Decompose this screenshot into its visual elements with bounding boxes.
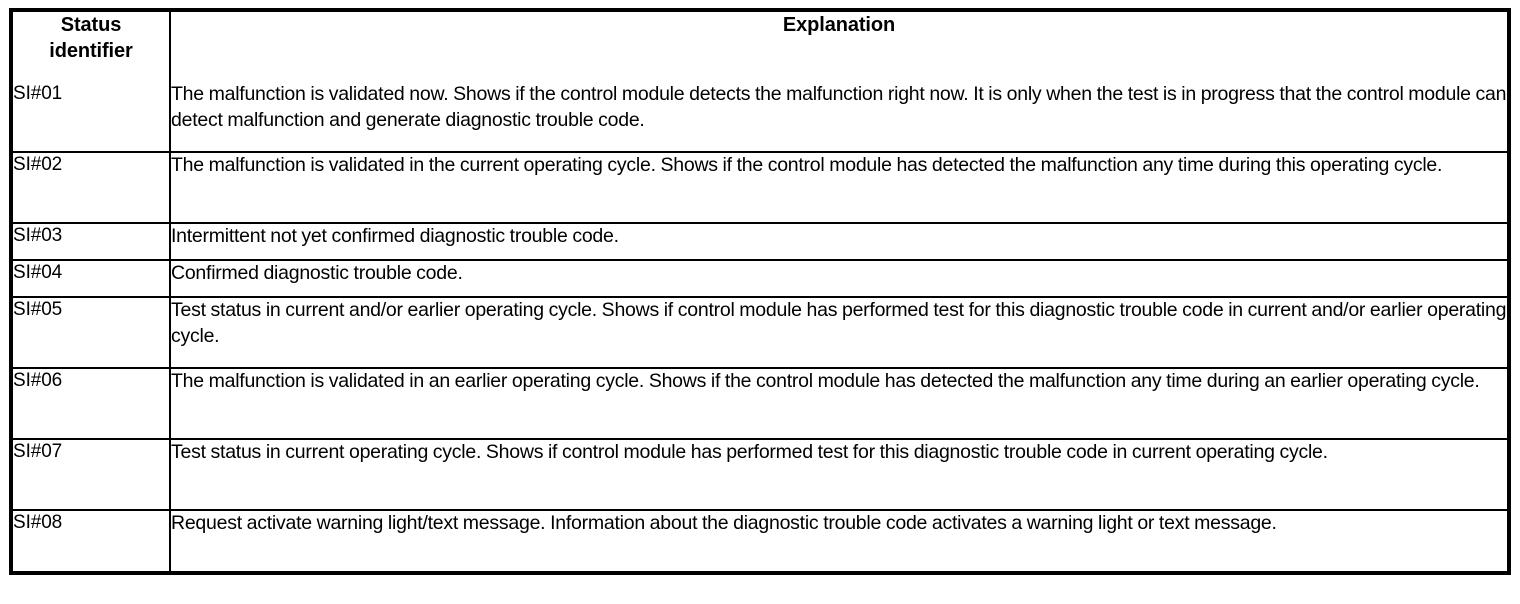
table-row: SI#08 Request activate warning light/tex… [13, 509, 1507, 571]
column-header-explanation-label: Explanation [782, 14, 896, 36]
table-row: SI#01 The malfunction is validated now. … [13, 82, 1507, 152]
table-cell-explanation: The malfunction is validated now. Shows … [169, 82, 1507, 152]
status-identifier-table: Status identifier Explanation SI#01 The … [13, 12, 1507, 571]
table-cell-explanation: Test status in current operating cycle. … [169, 438, 1507, 510]
table-cell-explanation: Request activate warning light/text mess… [169, 509, 1507, 571]
table-cell-status-identifier: SI#06 [13, 367, 170, 439]
table-cell-explanation: The malfunction is validated in an earli… [169, 367, 1507, 439]
table-row: SI#02 The malfunction is validated in th… [13, 151, 1507, 223]
table-header: Status identifier Explanation [13, 12, 1507, 82]
status-identifier-value: SI#05 [13, 299, 63, 320]
table-cell-explanation: Confirmed diagnostic trouble code. [169, 259, 1507, 297]
status-identifier-value: SI#02 [13, 154, 63, 175]
status-identifier-value: SI#03 [13, 225, 63, 246]
explanation-value: Request activate warning light/text mess… [171, 512, 1277, 534]
table-cell-status-identifier: SI#01 [13, 82, 170, 152]
table-row: SI#07 Test status in current operating c… [13, 438, 1507, 510]
table-body: SI#01 The malfunction is validated now. … [13, 82, 1507, 571]
table-cell-explanation: The malfunction is validated in the curr… [169, 151, 1507, 223]
table-cell-status-identifier: SI#08 [13, 509, 170, 571]
table-row: SI#03 Intermittent not yet confirmed dia… [13, 222, 1507, 260]
table-cell-status-identifier: SI#05 [13, 296, 170, 368]
explanation-value: The malfunction is validated now. Shows … [171, 83, 1507, 131]
explanation-value: The malfunction is validated in an earli… [171, 370, 1480, 392]
explanation-value: Confirmed diagnostic trouble code. [171, 262, 463, 284]
table-row: SI#06 The malfunction is validated in an… [13, 367, 1507, 439]
table-cell-explanation: Intermittent not yet confirmed diagnosti… [169, 222, 1507, 260]
explanation-value: Test status in current operating cycle. … [171, 441, 1328, 463]
table-cell-status-identifier: SI#07 [13, 438, 170, 510]
table-cell-status-identifier: SI#02 [13, 151, 170, 223]
table-cell-status-identifier: SI#03 [13, 222, 170, 260]
status-identifier-value: SI#07 [13, 441, 63, 462]
table-row: SI#04 Confirmed diagnostic trouble code. [13, 259, 1507, 297]
explanation-value: The malfunction is validated in the curr… [171, 154, 1443, 176]
explanation-value: Test status in current and/or earlier op… [171, 299, 1507, 347]
column-header-status-identifier: Status identifier [13, 12, 170, 82]
status-identifier-table-container: Status identifier Explanation SI#01 The … [9, 8, 1511, 575]
status-identifier-value: SI#01 [13, 83, 63, 104]
table-header-row: Status identifier Explanation [13, 12, 1507, 82]
status-identifier-value: SI#04 [13, 262, 63, 283]
table-row: SI#05 Test status in current and/or earl… [13, 296, 1507, 368]
column-header-explanation: Explanation [169, 12, 1507, 82]
explanation-value: Intermittent not yet confirmed diagnosti… [171, 225, 619, 247]
table-cell-explanation: Test status in current and/or earlier op… [169, 296, 1507, 368]
status-identifier-value: SI#06 [13, 370, 63, 391]
status-identifier-value: SI#08 [13, 512, 63, 533]
table-cell-status-identifier: SI#04 [13, 259, 170, 297]
column-header-status-identifier-label: Status identifier [49, 14, 133, 62]
